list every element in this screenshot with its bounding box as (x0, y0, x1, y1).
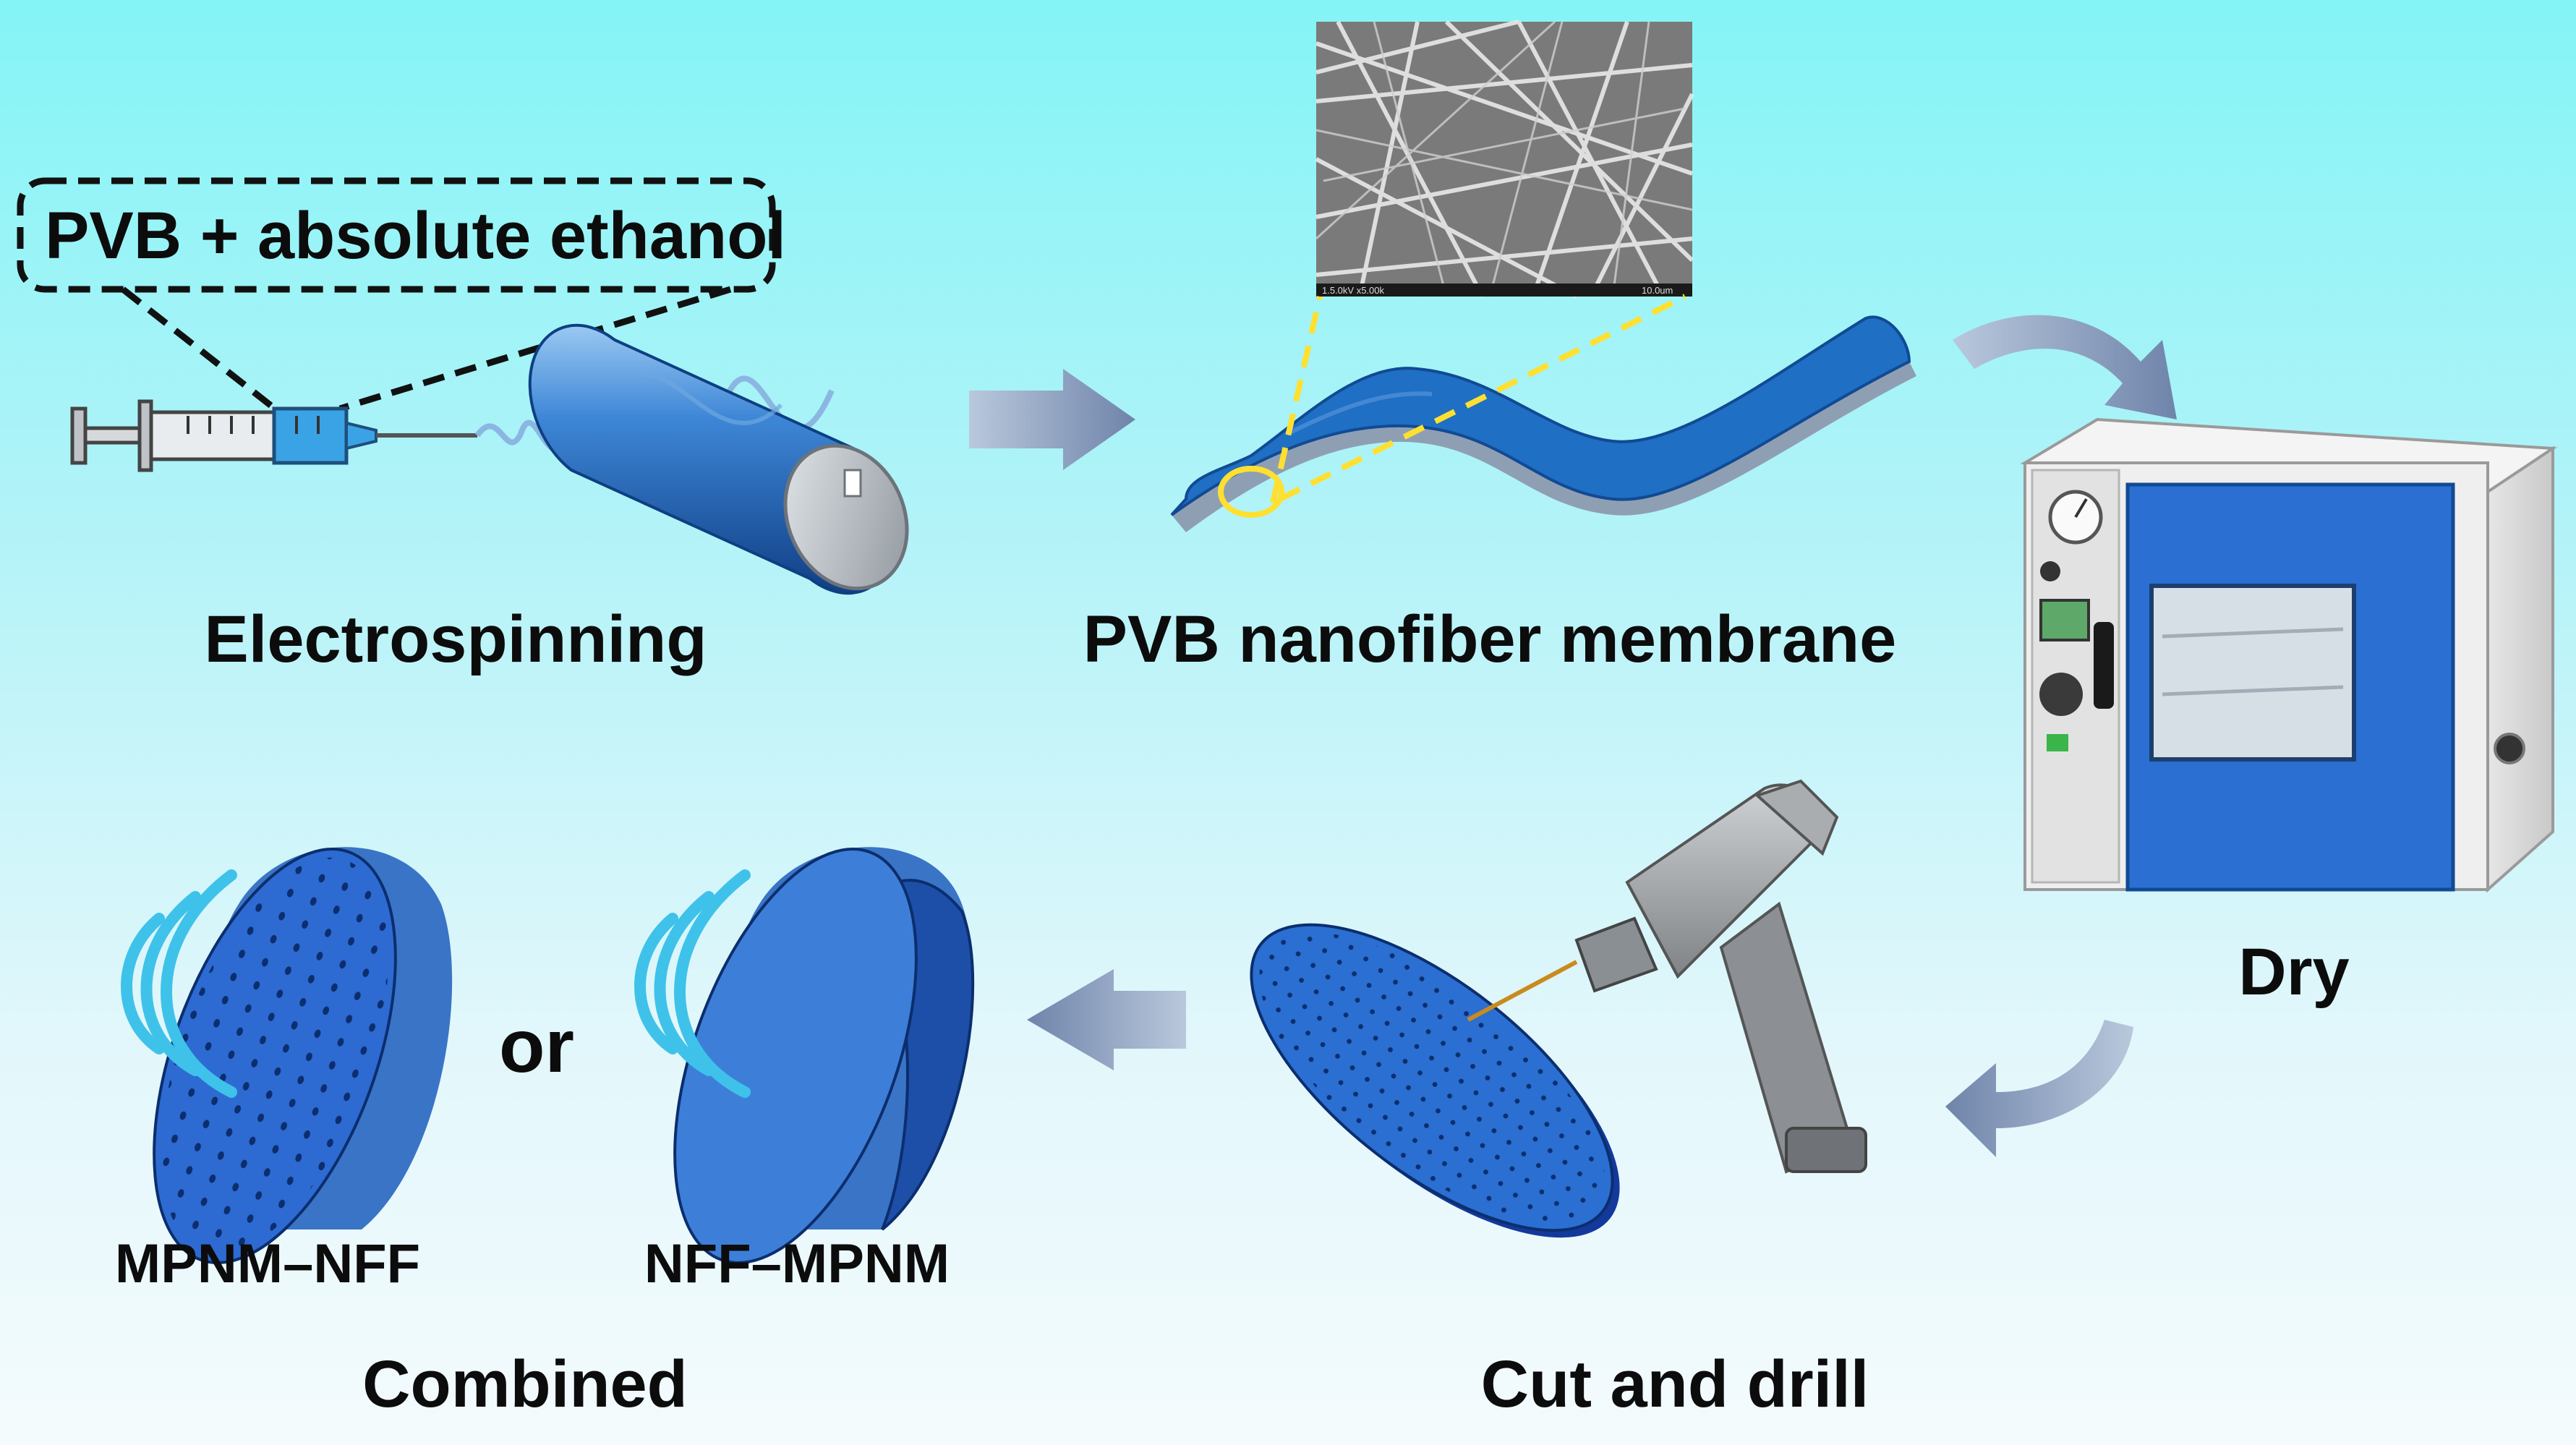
sound-wave-icon-left (121, 869, 237, 1098)
callout-line-left (121, 286, 277, 412)
solution-callout-box (17, 177, 776, 293)
step-label-electrospinning: Electrospinning (204, 602, 707, 676)
zoom-circle (1218, 466, 1284, 518)
perforated-disc (1250, 923, 1620, 1238)
sem-scale-left: 1.5.0kV x5.00k (1322, 285, 1384, 296)
sound-wave-icon-right (634, 869, 751, 1098)
arrow-membrane-to-dry (1953, 315, 2177, 419)
drill-icon (1467, 779, 1867, 1174)
combined-nff-mpnm (634, 847, 975, 1264)
arrow-cut-to-combined (1027, 969, 1186, 1070)
syringe-icon (70, 399, 477, 472)
membrane-sheet (1170, 315, 1911, 516)
nanofiber-membrane: 1.5.0kV x5.00k 10.0um (1170, 20, 1916, 532)
zoom-line-right (1279, 294, 1686, 502)
step-label-dry: Dry (2238, 935, 2350, 1009)
arrow-electrospinning-to-membrane (969, 369, 1135, 470)
zoom-line-left (1270, 296, 1323, 503)
step-label-cut-and-drill: Cut and drill (1480, 1347, 1869, 1421)
membrane-sheet-edge (1172, 362, 1916, 532)
combo-connector-or: or (499, 1005, 574, 1088)
combo-label-nff-mpnm: NFF–MPNM (644, 1233, 950, 1295)
electrospinning-setup (17, 177, 909, 595)
sem-scale-right: 10.0um (1642, 285, 1673, 296)
drying-oven-icon (2020, 417, 2558, 893)
combo-label-mpnm-nff: MPNM–NFF (114, 1233, 421, 1295)
step-label-membrane: PVB nanofiber membrane (1083, 602, 1897, 676)
sem-image: 1.5.0kV x5.00k 10.0um (1315, 20, 1694, 299)
combined-mpnm-nff (121, 847, 453, 1264)
arrow-dry-to-cut (1945, 1020, 2133, 1157)
solution-label: PVB + absolute ethanol (45, 199, 786, 273)
callout-line-right (338, 286, 732, 412)
collector-drum (528, 323, 909, 595)
step-label-combined: Combined (362, 1347, 688, 1421)
